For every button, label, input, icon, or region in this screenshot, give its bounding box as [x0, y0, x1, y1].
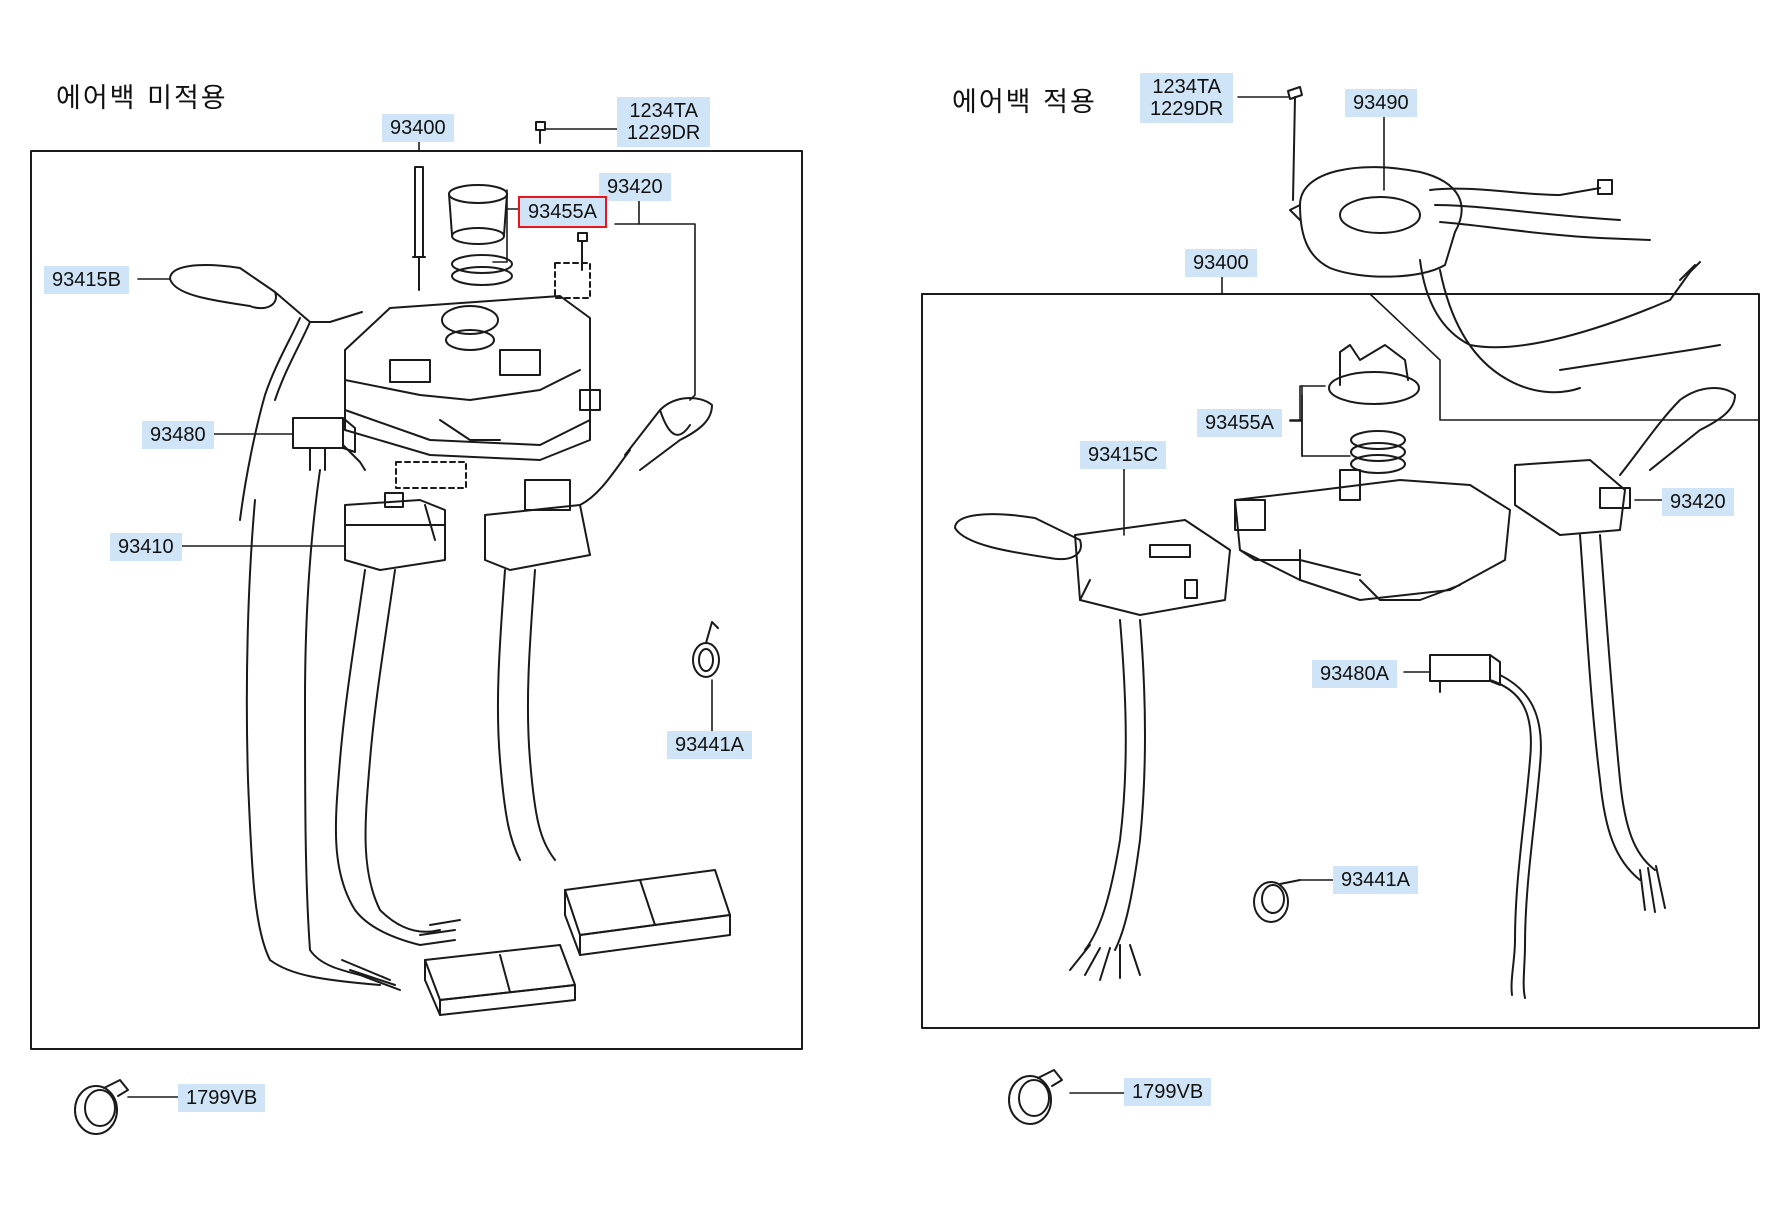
spring-pin-part — [412, 166, 426, 291]
cancel-cam-part — [1328, 344, 1420, 474]
label-1229dr-right: 1229DR — [1150, 98, 1224, 120]
cable-band-right — [1008, 1069, 1063, 1125]
label-93400-right[interactable]: 93400 — [1185, 249, 1257, 277]
wire-clamp-right — [1253, 879, 1301, 923]
right-title: 에어백 적용 — [952, 87, 1097, 118]
cable-band-left — [74, 1079, 129, 1135]
label-93441a-left[interactable]: 93441A — [667, 731, 752, 759]
label-93455a-right[interactable]: 93455A — [1197, 409, 1282, 437]
label-1229dr-left: 1229DR — [627, 122, 701, 144]
right-leader-lines — [1069, 96, 1760, 1094]
label-1799vb-right[interactable]: 1799VB — [1124, 1078, 1212, 1106]
connector-block-small — [424, 944, 576, 1016]
sleeve-spring-part — [448, 184, 513, 286]
label-93480a-right[interactable]: 93480A — [1312, 660, 1397, 688]
relay-module-right — [1429, 654, 1542, 999]
label-93420-left[interactable]: 93420 — [599, 173, 671, 201]
label-screw-right[interactable]: 1234TA 1229DR — [1140, 73, 1234, 123]
label-93455a-left[interactable]: 93455A — [518, 196, 607, 228]
wiper-stalk-left — [169, 264, 363, 521]
label-screw-left[interactable]: 1234TA 1229DR — [617, 97, 711, 147]
left-title: 에어백 미적용 — [56, 83, 228, 114]
label-93441a-right[interactable]: 93441A — [1333, 866, 1418, 894]
switch-body-left — [344, 262, 601, 461]
screw-part-left — [535, 121, 588, 271]
wiper-switch-right — [954, 513, 1231, 981]
switch-body-right — [1234, 469, 1511, 601]
label-1799vb-left[interactable]: 1799VB — [178, 1084, 266, 1112]
relay-bracket-part — [292, 417, 366, 471]
lighting-switch-left — [344, 461, 467, 571]
wire-harness-left — [245, 469, 556, 991]
left-assembly-frame — [30, 150, 803, 1050]
screw-part-right — [1287, 86, 1303, 201]
label-93410-left[interactable]: 93410 — [110, 533, 182, 561]
label-93480-left[interactable]: 93480 — [142, 421, 214, 449]
label-1234ta-right: 1234TA — [1152, 76, 1221, 98]
label-93415c-right[interactable]: 93415C — [1080, 441, 1167, 469]
right-assembly-frame — [921, 293, 1760, 1029]
label-1234ta-left: 1234TA — [629, 100, 698, 122]
label-93400-left[interactable]: 93400 — [382, 114, 454, 142]
left-leader-lines — [127, 128, 713, 1098]
wire-clamp-left — [692, 621, 720, 678]
turn-signal-switch-right — [1514, 387, 1736, 913]
label-93490-right[interactable]: 93490 — [1345, 89, 1417, 117]
label-93420-right[interactable]: 93420 — [1662, 488, 1734, 516]
label-93415b-left[interactable]: 93415B — [44, 266, 129, 294]
clock-spring-part — [1289, 166, 1721, 394]
connector-block-large — [564, 869, 731, 956]
turn-signal-stalk-left — [484, 397, 713, 571]
